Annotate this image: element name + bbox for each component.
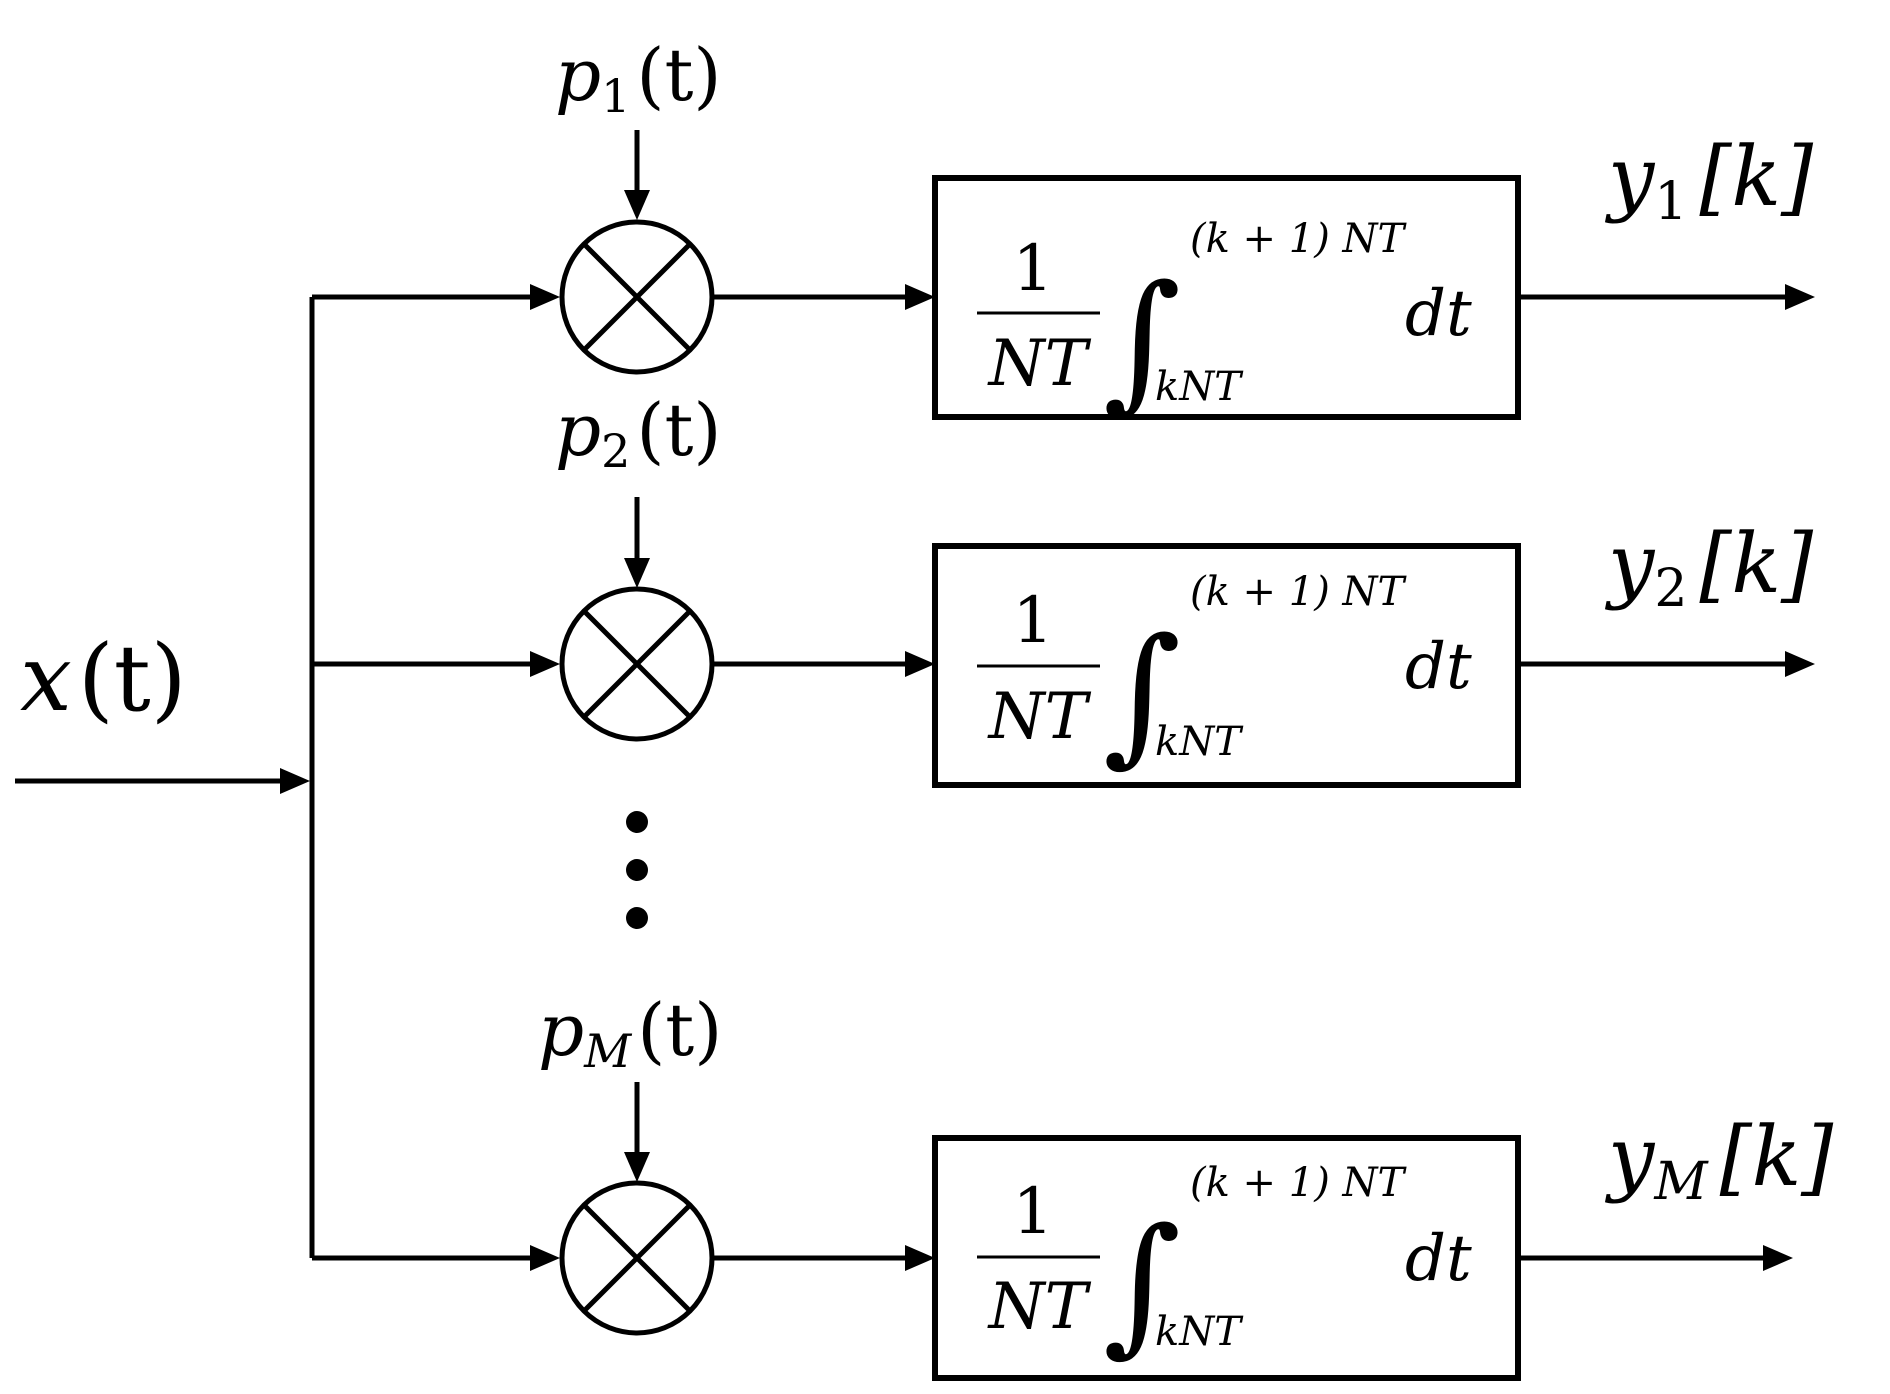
branch-2-integrator-block — [932, 543, 1521, 788]
branch-m: pM(t) 1 NT ∫ (k + 1) NT kNT dt yM[k] — [312, 988, 1834, 1381]
branch-2-upper-limit: (k + 1) NT — [1190, 569, 1408, 615]
branch-1-output-label: y1[k] — [1604, 130, 1814, 232]
branch-2-mixer-out-arrowhead — [905, 651, 935, 677]
branch-m-output-arrowhead — [1763, 1245, 1793, 1271]
branch-2-integral-sign-icon: ∫ — [1103, 607, 1181, 781]
branch-m-output-label: yM[k] — [1604, 1110, 1834, 1212]
branch-1-lower-limit: kNT — [1155, 364, 1244, 410]
branch-m-integrator-denominator: NT — [987, 1270, 1092, 1344]
branch-2-integrator-numerator: 1 — [1013, 584, 1054, 658]
branch-1-integral-sign-icon: ∫ — [1103, 254, 1181, 428]
branch-m-lower-limit: kNT — [1155, 1309, 1244, 1355]
input-label: x(t) — [20, 625, 187, 732]
branch-2-carrier-arrowhead — [624, 558, 650, 588]
branch-m-multiplier-icon — [559, 1180, 715, 1336]
branch-1-input-arrowhead — [530, 284, 560, 310]
branch-1-carrier-label: p1(t) — [555, 33, 722, 123]
branch-2-input-arrowhead — [530, 651, 560, 677]
branch-1-upper-limit: (k + 1) NT — [1190, 216, 1408, 262]
branch-2-output-label: y2[k] — [1604, 517, 1814, 619]
branch-1-carrier-arrowhead — [624, 190, 650, 220]
branch-m-carrier-arrowhead — [624, 1152, 650, 1182]
branch-1-integrator-numerator: 1 — [1013, 232, 1054, 306]
branch-1-differential: dt — [1405, 277, 1472, 351]
branch-m-integral-sign-icon: ∫ — [1103, 1197, 1181, 1371]
branch-2-lower-limit: kNT — [1155, 719, 1244, 765]
branch-2-multiplier-icon — [559, 586, 715, 742]
branch-1-integrator-denominator: NT — [987, 327, 1092, 401]
branch-m-input-arrowhead — [530, 1245, 560, 1271]
branch-m-integrator-numerator: 1 — [1013, 1175, 1054, 1249]
branch-2-integrator-denominator: NT — [987, 680, 1092, 754]
branch-1-mixer-out-arrowhead — [905, 284, 935, 310]
branch-2-output-arrowhead — [1785, 651, 1815, 677]
branch-1-multiplier-icon — [559, 219, 715, 375]
branch-m-carrier-label: pM(t) — [538, 988, 722, 1078]
branch-2-carrier-label: p2(t) — [555, 388, 722, 478]
branch-m-upper-limit: (k + 1) NT — [1190, 1160, 1408, 1206]
branch-1: p1(t) 1 NT ∫ (k + 1) NT kNT dt y1[k] — [312, 33, 1815, 428]
branch-2-differential: dt — [1405, 630, 1472, 704]
branch-m-mixer-out-arrowhead — [905, 1245, 935, 1271]
branch-m-differential: dt — [1405, 1222, 1472, 1296]
input-arrowhead — [280, 768, 310, 794]
vertical-ellipsis — [626, 811, 648, 929]
branch-2: p2(t) 1 NT ∫ (k + 1) NT kNT dt y2[k] — [312, 388, 1815, 788]
branch-1-output-arrowhead — [1785, 284, 1815, 310]
